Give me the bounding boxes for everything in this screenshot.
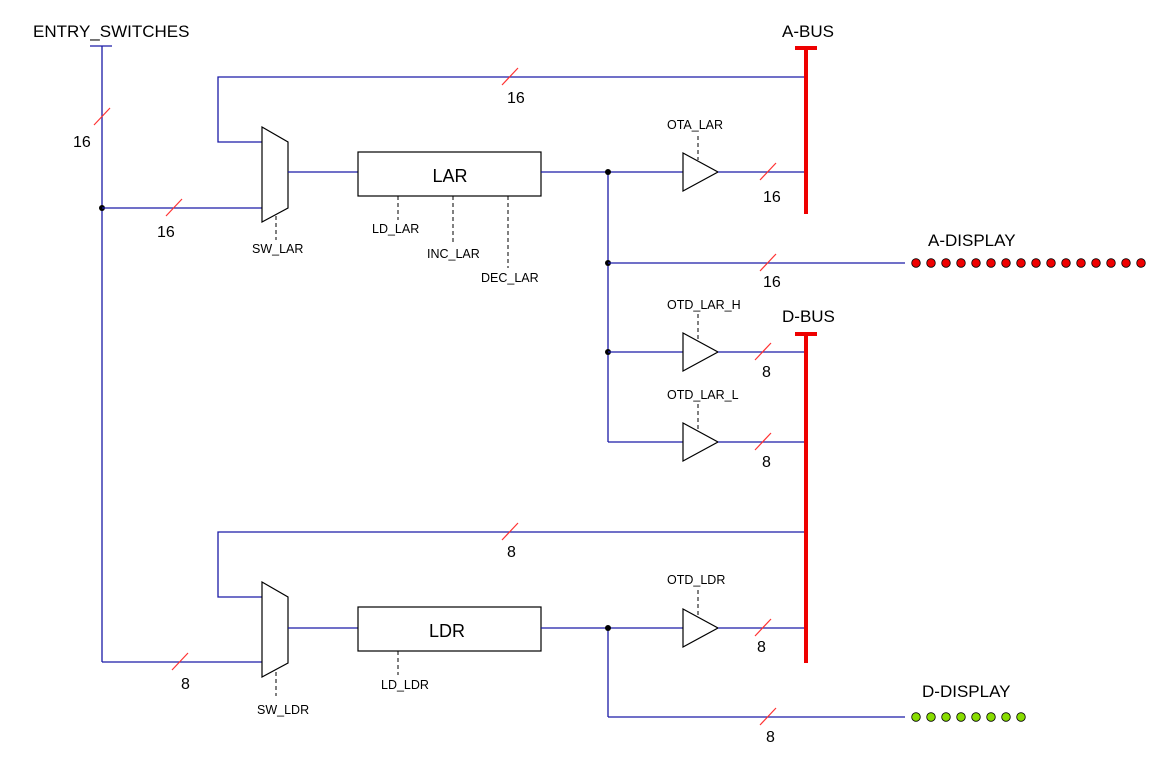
a-display-width: 16 bbox=[763, 274, 781, 291]
sw-lar-in-width: 16 bbox=[157, 224, 175, 241]
ldr-register bbox=[357, 606, 542, 652]
led-indicator bbox=[986, 712, 996, 722]
abus-feedback-wire bbox=[217, 67, 804, 143]
ld-lar-label: LD_LAR bbox=[372, 222, 419, 236]
otd-lar-l-output-wire bbox=[718, 432, 804, 451]
led-indicator bbox=[1046, 258, 1056, 268]
led-indicator bbox=[1076, 258, 1086, 268]
dec-lar-label: DEC_LAR bbox=[481, 271, 539, 285]
d-bus bbox=[795, 332, 817, 663]
ld-ldr-label: LD_LDR bbox=[381, 678, 429, 692]
otd-lar-h-buffer bbox=[682, 331, 720, 373]
led-indicator bbox=[956, 258, 966, 268]
entry-switches-label: ENTRY_SWITCHES bbox=[33, 22, 190, 41]
led-indicator bbox=[1061, 258, 1071, 268]
lar-register bbox=[357, 151, 542, 197]
otd-ldr-out-width: 8 bbox=[757, 639, 766, 656]
entry-to-sw-ldr-wire bbox=[102, 652, 262, 671]
ota-out-width: 16 bbox=[763, 189, 781, 206]
otd-l-out-width: 8 bbox=[762, 454, 771, 471]
otd-h-out-width: 8 bbox=[762, 364, 771, 381]
ldr-output-trunk bbox=[541, 625, 683, 717]
d-display-leds bbox=[911, 712, 1026, 722]
ota-lar-buffer bbox=[682, 151, 720, 193]
led-indicator bbox=[1016, 258, 1026, 268]
led-indicator bbox=[926, 712, 936, 722]
otd-ldr-buffer bbox=[682, 607, 720, 649]
ota-lar-label: OTA_LAR bbox=[667, 118, 723, 132]
sw-lar-mux bbox=[261, 125, 289, 224]
led-indicator bbox=[1016, 712, 1026, 722]
otd-lar-l-buffer bbox=[682, 421, 720, 463]
entry-to-sw-lar-wire bbox=[102, 198, 262, 217]
sw-ldr-label: SW_LDR bbox=[257, 703, 309, 717]
lar-label: LAR bbox=[432, 166, 467, 186]
sw-lar-label: SW_LAR bbox=[252, 242, 303, 256]
lar-output-trunk bbox=[541, 169, 683, 442]
led-indicator bbox=[956, 712, 966, 722]
led-indicator bbox=[926, 258, 936, 268]
a-bus bbox=[795, 46, 817, 214]
a-display-wire bbox=[608, 253, 905, 272]
led-indicator bbox=[1001, 712, 1011, 722]
a-display-label: A-DISPLAY bbox=[928, 231, 1016, 250]
otd-ldr-output-wire bbox=[718, 618, 804, 637]
ota-output-wire bbox=[718, 162, 804, 181]
led-indicator bbox=[971, 258, 981, 268]
a-display-leds bbox=[911, 258, 1146, 268]
led-indicator bbox=[1136, 258, 1146, 268]
d-bus-label: D-BUS bbox=[782, 307, 835, 326]
led-indicator bbox=[941, 712, 951, 722]
abus-feedback-width: 16 bbox=[507, 90, 525, 107]
led-indicator bbox=[971, 712, 981, 722]
entry-switches-trunk bbox=[90, 45, 112, 662]
otd-lar-h-label: OTD_LAR_H bbox=[667, 298, 741, 312]
inc-lar-label: INC_LAR bbox=[427, 247, 480, 261]
a-bus-label: A-BUS bbox=[782, 22, 834, 41]
dbus-feedback-width: 8 bbox=[507, 544, 516, 561]
otd-ldr-label: OTD_LDR bbox=[667, 573, 725, 587]
d-display-wire bbox=[608, 707, 905, 726]
led-indicator bbox=[1121, 258, 1131, 268]
led-indicator bbox=[911, 712, 921, 722]
led-indicator bbox=[911, 258, 921, 268]
led-indicator bbox=[1091, 258, 1101, 268]
led-indicator bbox=[1031, 258, 1041, 268]
sw-ldr-in-width: 8 bbox=[181, 676, 190, 693]
led-indicator bbox=[986, 258, 996, 268]
entry-width-label: 16 bbox=[73, 134, 91, 151]
otd-lar-l-label: OTD_LAR_L bbox=[667, 388, 739, 402]
otd-lar-h-output-wire bbox=[718, 342, 804, 361]
ldr-label: LDR bbox=[429, 621, 465, 641]
dbus-feedback-wire bbox=[217, 522, 804, 598]
d-display-width: 8 bbox=[766, 729, 775, 746]
led-indicator bbox=[1106, 258, 1116, 268]
sw-ldr-mux bbox=[261, 580, 289, 679]
d-display-label: D-DISPLAY bbox=[922, 682, 1011, 701]
led-indicator bbox=[1001, 258, 1011, 268]
led-indicator bbox=[941, 258, 951, 268]
